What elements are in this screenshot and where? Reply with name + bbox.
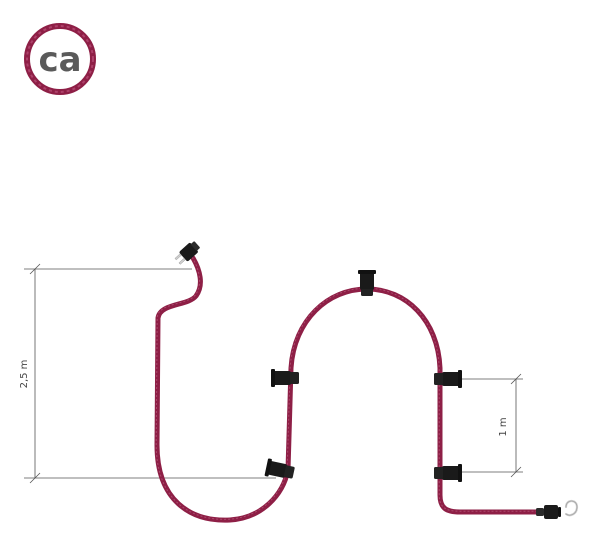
plug-body bbox=[179, 243, 198, 262]
socket-rim bbox=[458, 370, 462, 388]
socket-left-lower bbox=[264, 458, 295, 479]
plug-body bbox=[544, 505, 558, 519]
fabric-cable bbox=[154, 255, 543, 523]
socket-body bbox=[272, 371, 291, 385]
dim-tick-top bbox=[510, 373, 522, 385]
socket-rim bbox=[271, 369, 275, 387]
socket-clip bbox=[361, 289, 373, 296]
plug-top bbox=[174, 241, 200, 265]
socket-clip bbox=[290, 372, 299, 384]
socket-body bbox=[360, 271, 374, 290]
socket-right-upper bbox=[434, 370, 462, 388]
socket-right-lower bbox=[434, 464, 462, 482]
socket-top bbox=[358, 270, 376, 296]
socket-body bbox=[442, 466, 461, 480]
dimension-socket-spacing bbox=[460, 373, 523, 478]
plug-pin bbox=[174, 253, 182, 261]
dimension-total-length bbox=[24, 263, 276, 484]
logo-ring-texture bbox=[26, 25, 94, 93]
socket-body bbox=[266, 460, 287, 478]
socket-rim bbox=[358, 270, 376, 274]
socket-clip bbox=[283, 465, 295, 479]
logo-text: ca bbox=[38, 40, 81, 80]
plug-face bbox=[558, 507, 561, 517]
socket-rim bbox=[458, 464, 462, 482]
dim-tick-top bbox=[29, 263, 41, 275]
dim-tick-bottom bbox=[29, 472, 41, 484]
plug-bottom bbox=[536, 505, 561, 519]
socket-left-upper bbox=[271, 369, 299, 387]
dim-tick-bottom bbox=[510, 466, 522, 478]
plug-strain-relief bbox=[536, 508, 544, 516]
brand-logo: ca bbox=[24, 23, 96, 95]
plug-collar bbox=[190, 241, 200, 251]
socket-clip bbox=[434, 467, 443, 479]
socket-clip bbox=[434, 373, 443, 385]
cable-highlight bbox=[155, 256, 540, 520]
dimension-label-total: 2,5 m bbox=[19, 360, 30, 389]
dimension-label-spacing: 1 m bbox=[498, 417, 509, 436]
hook-icon bbox=[564, 499, 579, 517]
plug-pin bbox=[178, 257, 186, 265]
cable-path bbox=[154, 255, 543, 523]
socket-rim bbox=[264, 458, 272, 477]
socket-body bbox=[442, 372, 461, 386]
